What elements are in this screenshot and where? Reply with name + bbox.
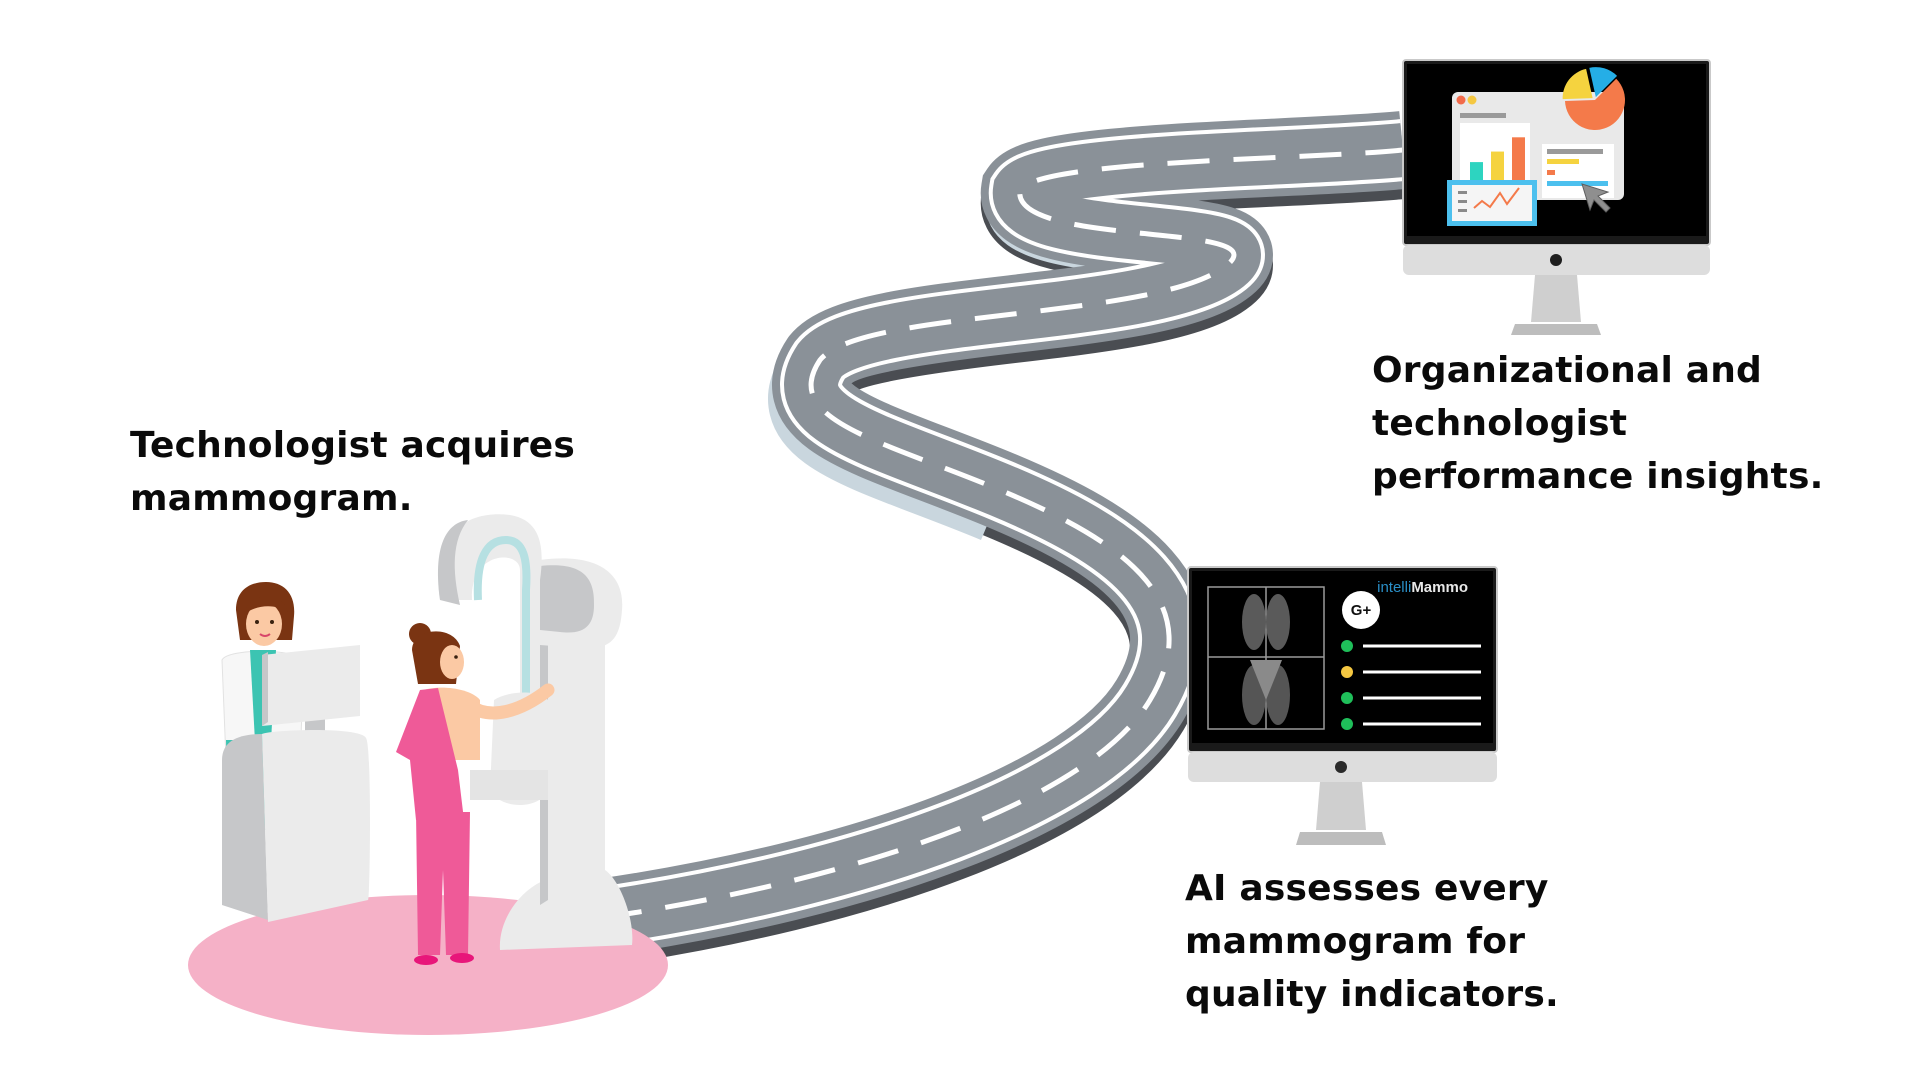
patient-gown-top	[396, 688, 464, 820]
mammo-view-cc-right	[1266, 594, 1290, 650]
list-line-yellow	[1547, 159, 1579, 164]
monitor-foot	[1296, 832, 1386, 845]
caption-line: technologist	[1372, 403, 1628, 444]
monitor-camera-dot	[1550, 254, 1562, 266]
caption-ai-assesses: AI assesses every mammogram for quality …	[1185, 862, 1559, 1021]
indicator-status-dot-pass	[1341, 718, 1353, 730]
machine-detector-face	[540, 565, 595, 633]
mammo-view-cc-left	[1242, 594, 1266, 650]
intellimammo-logo: intelliMammo	[1377, 579, 1468, 596]
bar-chart-bar	[1512, 137, 1525, 190]
machine-c-arm-shade	[438, 520, 468, 605]
mini-pie-chart	[1562, 67, 1625, 130]
caption-technologist-acquires: Technologist acquires mammogram.	[130, 419, 575, 525]
machine-c-arm	[438, 514, 542, 710]
caption-line: Technologist acquires	[130, 425, 576, 466]
indicator-status-dot-pass	[1341, 692, 1353, 704]
machine-c-arm-tube	[473, 535, 531, 720]
indicator-line	[1363, 696, 1481, 700]
console-screen	[262, 645, 360, 726]
list-line-blue	[1547, 181, 1608, 186]
pie-slice	[1565, 78, 1625, 130]
grade-badge-label: G+	[1351, 602, 1372, 619]
mammo-view-pectoral	[1250, 660, 1282, 700]
indicator-line	[1363, 644, 1481, 648]
tech-bangs	[244, 596, 288, 614]
monitor-camera-dot	[1335, 761, 1347, 773]
road-center-dashes	[599, 147, 1404, 921]
console-screen-edge	[262, 652, 268, 726]
analytics-monitor	[1402, 59, 1711, 335]
mini-bar-chart	[1470, 137, 1525, 190]
caption-line: quality indicators.	[1185, 974, 1559, 1015]
indicator-status-dot-pass	[1341, 640, 1353, 652]
legend-line-3	[1458, 209, 1467, 212]
list-line-gray	[1547, 149, 1603, 154]
indicator-line	[1363, 722, 1481, 726]
caption-line: Organizational and	[1372, 350, 1763, 391]
indicator-line	[1363, 670, 1481, 674]
tech-eye-left	[255, 620, 259, 624]
quality-indicator-list	[1341, 640, 1481, 730]
patient-pants	[416, 812, 470, 955]
patient-shoe-right	[450, 953, 474, 963]
control-console	[222, 645, 370, 922]
mouse-cursor-icon	[1581, 183, 1611, 213]
monitor-stand	[1531, 275, 1581, 322]
legend-line-2	[1458, 200, 1467, 203]
dashboard-title-bar	[1460, 113, 1506, 118]
caption-performance-insights: Organizational and technologist performa…	[1372, 344, 1823, 503]
caption-line: mammogram.	[130, 478, 413, 519]
console-base-shade	[222, 734, 268, 920]
patient-arm	[463, 683, 555, 720]
console-base	[262, 730, 370, 922]
window-dot	[1467, 95, 1477, 105]
mammography-machine	[438, 514, 633, 950]
legend-line-1	[1458, 191, 1467, 194]
patient-face	[440, 645, 464, 679]
machine-lower-arm	[470, 770, 548, 800]
winding-road	[594, 111, 1407, 967]
caption-line: performance insights.	[1372, 456, 1824, 497]
window-control-dots	[1456, 95, 1477, 105]
ai-assessment-monitor: intelliMammo G+	[1187, 566, 1498, 845]
grade-badge	[1342, 591, 1380, 629]
caption-line: AI assesses every	[1185, 868, 1549, 909]
window-dot	[1456, 95, 1466, 105]
machine-column	[499, 640, 633, 950]
mammogram-views-grid	[1207, 586, 1325, 730]
tech-face	[246, 602, 282, 646]
tech-mouth	[259, 633, 271, 637]
pie-slice	[1589, 67, 1618, 98]
indicator-status-dot-warning	[1341, 666, 1353, 678]
tech-eye-right	[270, 620, 274, 624]
monitor-stand	[1316, 782, 1366, 830]
trend-line	[1473, 187, 1520, 209]
caption-line: mammogram for	[1185, 921, 1526, 962]
list-line-orange	[1547, 170, 1555, 175]
pie-slice	[1562, 68, 1593, 100]
patient-figure	[396, 623, 555, 965]
patient-eye	[454, 655, 458, 659]
monitor-foot	[1511, 324, 1601, 335]
patient-shoe-left	[414, 955, 438, 965]
